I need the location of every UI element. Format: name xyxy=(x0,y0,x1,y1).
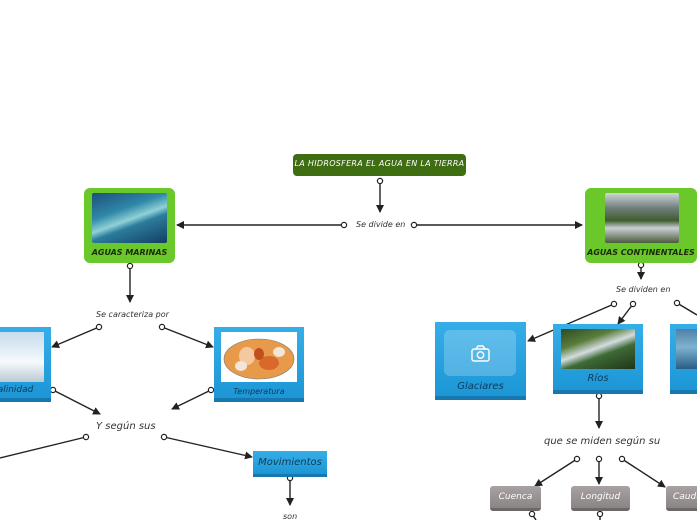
river-image xyxy=(561,329,635,369)
node-longitud[interactable]: Longitud xyxy=(571,486,630,511)
node-label: Glaciares xyxy=(457,381,504,392)
ocean-wave-image xyxy=(92,193,167,243)
node-aguas-continentales[interactable]: AGUAS CONTINENTALES xyxy=(585,188,697,263)
link-label-y-segun-sus: Y según sus xyxy=(96,421,156,432)
link-label-son: son xyxy=(283,512,298,521)
node-label: Ríos xyxy=(587,373,609,384)
link-label-que-se-miden: que se miden según su xyxy=(544,436,661,447)
river-landscape-image xyxy=(605,193,679,243)
node-label: AGUAS CONTINENTALES xyxy=(587,248,695,257)
node-temperatura[interactable]: Temperatura xyxy=(214,327,304,402)
link-label-se-dividen-en: Se dividen en xyxy=(616,285,671,294)
image-placeholder xyxy=(444,330,516,376)
link-label-se-caracteriza-por: Se caracteriza por xyxy=(96,310,169,319)
node-aguas-marinas[interactable]: AGUAS MARINAS xyxy=(84,188,175,263)
link-label-se-divide-en: Se divide en xyxy=(356,220,406,229)
node-salinidad[interactable]: Salinidad xyxy=(0,327,51,402)
lake-image xyxy=(676,329,697,369)
root-node[interactable]: LA HIDROSFERA EL AGUA EN LA TIERRA xyxy=(293,154,466,176)
node-label: AGUAS MARINAS xyxy=(91,248,168,257)
node-rios[interactable]: Ríos xyxy=(553,324,643,394)
node-label: Temperatura xyxy=(233,387,285,396)
node-movimientos[interactable]: Movimientos xyxy=(253,451,327,477)
node-partial-right[interactable] xyxy=(670,324,697,394)
camera-icon xyxy=(471,345,490,362)
node-glaciares[interactable]: Glaciares xyxy=(435,322,526,400)
node-caudal[interactable]: Caudal xyxy=(666,486,697,511)
ice-sea-image xyxy=(0,332,44,382)
node-label: Salinidad xyxy=(0,385,34,395)
node-cuenca[interactable]: Cuenca xyxy=(490,486,541,511)
temperature-map-image xyxy=(221,332,297,382)
